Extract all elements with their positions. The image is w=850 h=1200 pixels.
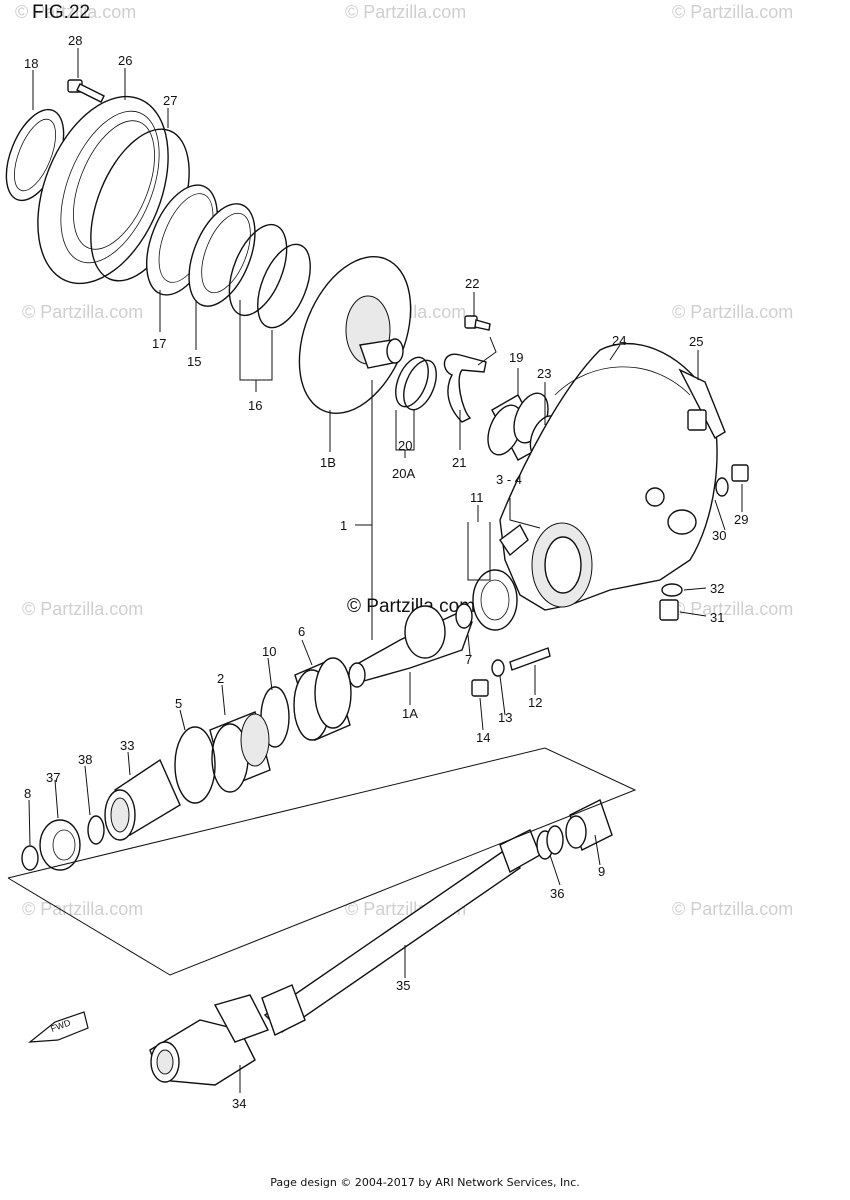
part-label: 18	[24, 56, 38, 71]
plug-29	[731, 464, 749, 482]
coupling-33	[104, 758, 181, 841]
part-label: 37	[46, 770, 60, 785]
oil-seal-11	[472, 569, 518, 631]
center-watermark: © Partzilla.com	[347, 596, 475, 617]
watermark: © Partzilla.com	[22, 899, 143, 919]
part-label: 2	[217, 671, 224, 686]
washer-32	[661, 583, 683, 597]
part-label: 36	[550, 886, 564, 901]
part-label: 17	[152, 336, 166, 351]
bearing-15	[188, 203, 256, 307]
shims-20	[395, 356, 437, 411]
part-label: 14	[476, 730, 490, 745]
pinion-gear-1A	[348, 605, 473, 688]
part-label: 12	[528, 695, 542, 710]
footer-copyright: Page design © 2004-2017 by ARI Network S…	[270, 1176, 580, 1189]
joint-9	[565, 799, 613, 851]
watermark: © Partzilla.com	[672, 302, 793, 322]
part-label: 9	[598, 864, 605, 879]
watermark: © Partzilla.com	[672, 2, 793, 22]
oil-seal-37	[39, 819, 81, 871]
watermark: © Partzilla.com	[15, 2, 136, 22]
propeller-shaft-35	[261, 829, 541, 1036]
plug-31	[659, 599, 679, 621]
watermark: © Partzilla.com	[22, 599, 143, 619]
part-label: 13	[498, 710, 512, 725]
bolt-22	[464, 315, 491, 331]
part-label: 28	[68, 33, 82, 48]
part-label: 5	[175, 696, 182, 711]
part-label: 26	[118, 53, 132, 68]
watermark: © Partzilla.com	[345, 2, 466, 22]
watermark: © Partzilla.com	[22, 302, 143, 322]
washer-13	[491, 659, 505, 677]
part-label: 1	[340, 518, 347, 533]
part-label: 27	[163, 93, 177, 108]
part-label: 30	[712, 528, 726, 543]
fwd-arrow-icon: FWD	[28, 1011, 89, 1043]
part-label: 7	[465, 652, 472, 667]
bearing-6	[293, 657, 352, 741]
part-label: 33	[120, 738, 134, 753]
spring-36	[536, 825, 564, 860]
part-label: 15	[187, 354, 201, 369]
part-label: 25	[689, 334, 703, 349]
circlip-38	[87, 815, 105, 845]
part-label: 31	[710, 610, 724, 625]
bearing-2	[209, 711, 271, 793]
part-label: 32	[710, 581, 724, 596]
washer-8	[21, 845, 39, 871]
nut-14	[471, 679, 489, 697]
part-label: 19	[509, 350, 523, 365]
figure-title: FIG.22	[32, 2, 91, 23]
part-label: 6	[298, 624, 305, 639]
part-labels: 28 26 18 27 17 15 16 1B 22 19 23 24 25 2…	[24, 33, 748, 1111]
watermark: © Partzilla.com	[672, 599, 793, 619]
part-label: 16	[248, 398, 262, 413]
part-label: 22	[465, 276, 479, 291]
part-label: 8	[24, 786, 31, 801]
part-label: 38	[78, 752, 92, 767]
stud-25	[678, 368, 726, 439]
stud-12	[509, 647, 551, 671]
part-label: 21	[452, 455, 466, 470]
part-label: 23	[537, 366, 551, 381]
washer-7	[455, 603, 473, 629]
part-label: 29	[734, 512, 748, 527]
ring-gear-1B	[298, 255, 412, 415]
washer-30	[715, 477, 729, 497]
retainer-21	[443, 353, 487, 423]
part-label: 24	[612, 333, 626, 348]
part-label: 10	[262, 644, 276, 659]
leader-lines	[7, 48, 743, 1093]
universal-joint-34	[149, 994, 269, 1086]
gear-case-24	[499, 342, 718, 611]
part-label: 1B	[320, 455, 336, 470]
part-label: 34	[232, 1096, 246, 1111]
bolt-28	[67, 79, 105, 103]
watermark: © Partzilla.com	[672, 899, 793, 919]
bearing-case-26	[37, 95, 169, 285]
part-label: 35	[396, 978, 410, 993]
part-label: 20	[398, 438, 412, 453]
part-label: 1A	[402, 706, 418, 721]
part-label: 3 - 4	[496, 472, 522, 487]
part-label: 20A	[392, 466, 415, 481]
part-label: 11	[470, 490, 484, 505]
circlip-5	[174, 726, 216, 804]
